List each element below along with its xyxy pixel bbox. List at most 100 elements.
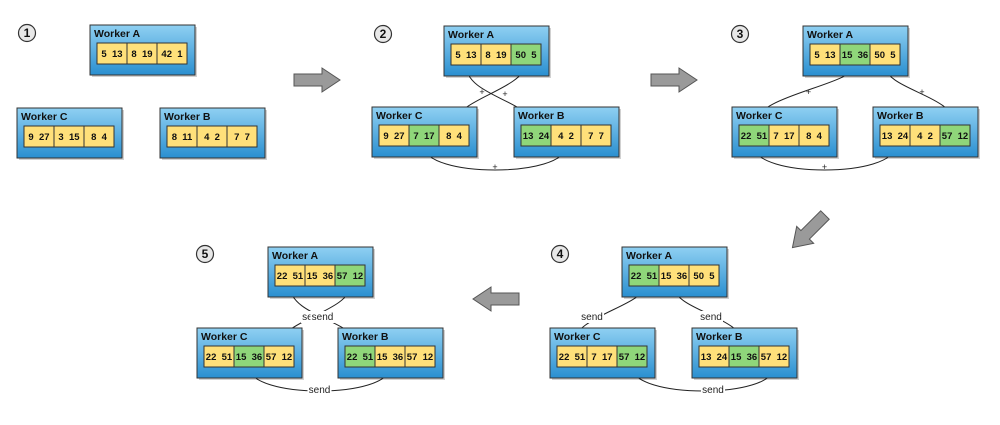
link-label-bg xyxy=(307,384,332,396)
worker-title: Worker A xyxy=(626,250,673,262)
cell-value: 15 36 xyxy=(661,271,687,282)
send-label: send xyxy=(309,385,331,396)
cell-value: 8 4 xyxy=(446,131,463,142)
step-number: 3 xyxy=(737,27,744,41)
plus-label: + xyxy=(502,89,507,99)
worker-title: Worker C xyxy=(21,111,68,123)
step-circle xyxy=(195,244,215,264)
value-cell xyxy=(438,124,470,147)
cell-value: 22 51 xyxy=(206,352,233,363)
worker-title: Worker B xyxy=(342,331,389,343)
cell-value: 50 5 xyxy=(874,50,896,61)
cell-value: 22 51 xyxy=(631,271,658,282)
plus-label: + xyxy=(479,87,484,97)
cell-value: 8 19 xyxy=(131,49,152,60)
worker-title: Worker A xyxy=(272,250,319,262)
cell-value: 5 13 xyxy=(455,50,476,61)
step-circle xyxy=(550,244,570,264)
value-cell xyxy=(758,345,790,368)
cell-value: 4 2 xyxy=(558,131,574,142)
cell-value: 57 12 xyxy=(407,352,433,363)
cell-value: 7 17 xyxy=(773,131,794,142)
step-marker: 2 xyxy=(373,24,393,44)
value-cell xyxy=(798,124,830,147)
step-circle xyxy=(730,24,750,44)
cell-value: 42 1 xyxy=(161,49,183,60)
cell-value: 15 36 xyxy=(377,352,403,363)
link-label-bg xyxy=(699,311,723,323)
plus-label: + xyxy=(806,87,811,97)
cell-value: 13 24 xyxy=(701,352,728,363)
cell-value: 57 12 xyxy=(337,271,363,282)
cell-value: 7 7 xyxy=(588,131,604,142)
step-circle xyxy=(373,24,393,44)
cell-value: 22 51 xyxy=(741,131,768,142)
worker-title: Worker A xyxy=(807,29,854,41)
step-marker: 1 xyxy=(17,23,37,43)
send-label: send xyxy=(312,312,334,323)
worker-title: Worker B xyxy=(877,110,924,122)
cell-value: 22 51 xyxy=(347,352,374,363)
transition-arrow xyxy=(650,67,698,93)
value-cell-highlighted xyxy=(334,264,366,287)
step-number: 2 xyxy=(380,27,387,41)
value-cell xyxy=(580,124,612,147)
value-cell xyxy=(263,345,295,368)
cell-value: 5 13 xyxy=(814,50,835,61)
cell-value: 4 2 xyxy=(204,132,220,143)
cell-value: 15 36 xyxy=(307,271,333,282)
worker-b-box: Worker B 8 11 4 2 7 7 xyxy=(159,107,267,160)
cell-value: 8 11 xyxy=(172,132,193,143)
step-number: 1 xyxy=(24,26,31,40)
worker-title: Worker C xyxy=(201,331,248,343)
value-cell xyxy=(226,125,258,148)
worker-title: Worker A xyxy=(94,28,141,40)
link-label-bg xyxy=(580,311,604,323)
cell-value: 7 17 xyxy=(591,352,612,363)
cell-value: 4 2 xyxy=(917,131,933,142)
cell-value: 15 36 xyxy=(731,352,757,363)
worker-c-box: Worker C 22 51 7 17 8 4 xyxy=(731,106,839,159)
plus-label: + xyxy=(492,162,497,172)
worker-title: Worker C xyxy=(736,110,783,122)
cell-value: 57 12 xyxy=(761,352,787,363)
cell-value: 50 5 xyxy=(515,50,537,61)
cell-value: 9 27 xyxy=(28,132,49,143)
cell-value: 7 7 xyxy=(234,132,250,143)
worker-title: Worker B xyxy=(164,111,211,123)
transition-arrow xyxy=(472,286,520,312)
step-number: 5 xyxy=(202,247,209,261)
cell-value: 22 51 xyxy=(277,271,304,282)
cell-value: 7 17 xyxy=(413,131,434,142)
worker-title: Worker B xyxy=(518,110,565,122)
link-label-bg xyxy=(310,311,335,323)
step-marker: 5 xyxy=(195,244,215,264)
transition-arrow xyxy=(293,67,341,93)
value-cell-highlighted xyxy=(939,124,971,147)
cell-value: 8 4 xyxy=(806,131,823,142)
send-label: send xyxy=(581,312,603,323)
value-cell xyxy=(404,345,436,368)
send-label: send xyxy=(702,385,724,396)
cell-value: 57 12 xyxy=(619,352,645,363)
transition-arrows xyxy=(293,67,830,312)
worker-title: Worker C xyxy=(376,110,423,122)
send-label: send xyxy=(700,312,722,323)
link-labels-layer: ++++++sendsendsendsendsendsend xyxy=(301,87,925,396)
